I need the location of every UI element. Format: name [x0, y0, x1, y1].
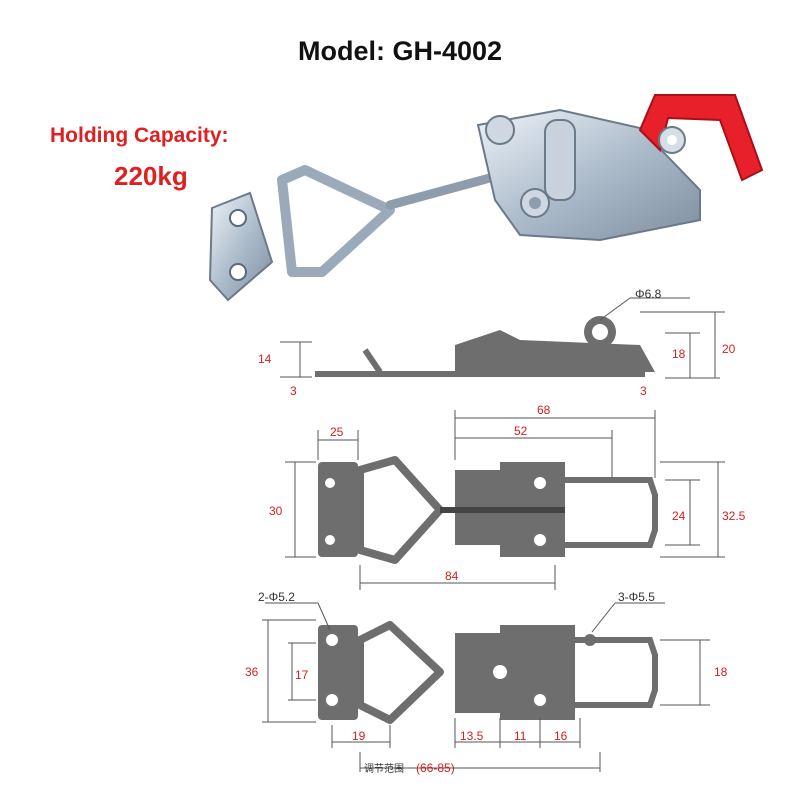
bottom-view — [262, 602, 710, 772]
capacity-value: 220kg — [114, 161, 188, 191]
dim-68: 68 — [537, 403, 551, 417]
dim-13-5: 13.5 — [460, 729, 484, 743]
top-view — [285, 410, 725, 590]
dim-11: 11 — [514, 729, 527, 743]
wire-loop — [277, 165, 395, 277]
dim-25: 25 — [330, 425, 344, 439]
adjust-label: 调节范围 — [364, 762, 404, 775]
dim-18-bottom: 18 — [714, 665, 728, 679]
dim-20: 20 — [722, 342, 736, 356]
holes-left-label: 2-Φ5.2 — [258, 590, 295, 604]
dim-18-side: 18 — [672, 347, 686, 361]
holes-right-label: 3-Φ5.5 — [618, 590, 655, 604]
side-view — [280, 297, 725, 379]
adjust-range: (66-85) — [416, 761, 455, 775]
dim-52: 52 — [514, 424, 528, 438]
dim-14: 14 — [258, 352, 272, 366]
dim-24: 24 — [672, 509, 686, 523]
dim-30: 30 — [269, 504, 283, 518]
model-title: Model: GH-4002 — [297, 36, 503, 66]
capacity-label: Holding Capacity: — [50, 124, 229, 147]
dim-3-left: 3 — [290, 384, 297, 398]
dim-3-right: 3 — [640, 384, 647, 398]
dim-84: 84 — [445, 569, 459, 583]
dim-16: 16 — [554, 729, 568, 743]
dim-19: 19 — [352, 729, 366, 743]
dim-17: 17 — [295, 668, 309, 682]
dim-36: 36 — [245, 665, 259, 679]
dim-32-5: 32.5 — [722, 509, 746, 523]
base-plate — [208, 191, 274, 302]
dim-hole-dia-side: Φ6.8 — [635, 287, 662, 301]
